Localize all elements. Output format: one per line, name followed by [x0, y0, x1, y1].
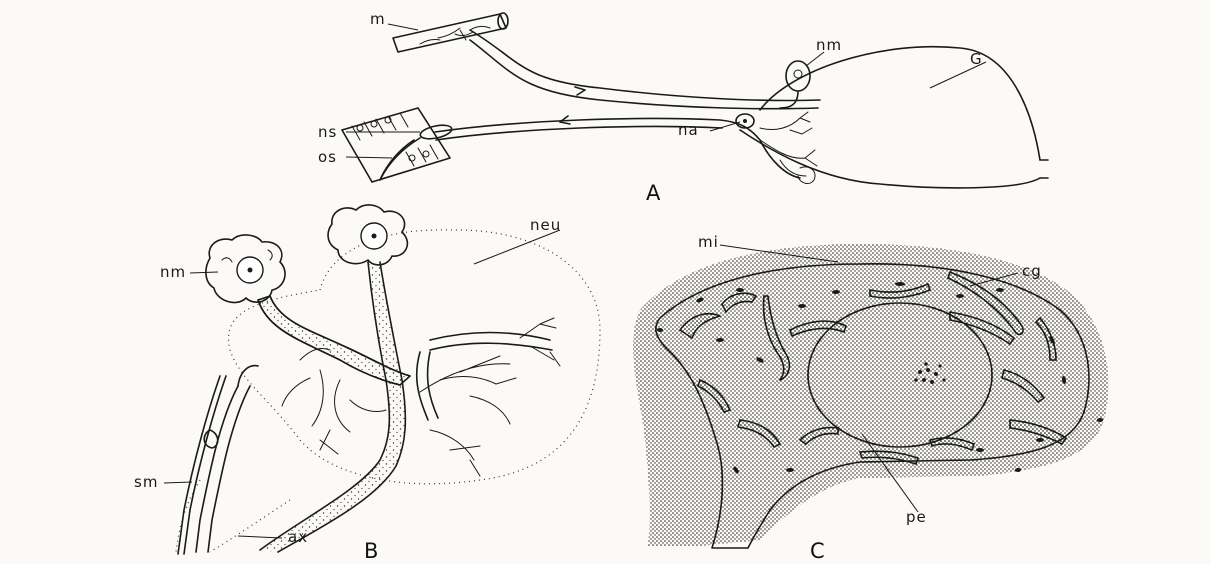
- label-a-m: m: [370, 10, 386, 28]
- muscle-fiber-m: [393, 13, 508, 52]
- label-b-neu: neu: [530, 216, 561, 234]
- panel-a: [342, 13, 1048, 188]
- epithelium: [342, 108, 453, 182]
- panel-c: [633, 244, 1108, 548]
- motor-axon: [470, 30, 820, 109]
- panel-label-b: B: [364, 539, 378, 563]
- neuron-soma-right: [328, 205, 407, 265]
- label-a-ns: ns: [318, 123, 337, 141]
- label-a-nm: nm: [816, 36, 842, 54]
- label-a-os: os: [318, 148, 337, 166]
- neurites: [176, 262, 560, 554]
- label-c-cg: cg: [1022, 262, 1042, 280]
- label-b-sm: sm: [134, 473, 158, 491]
- label-b-ax: ax: [288, 528, 308, 546]
- ganglion-g: [736, 47, 1048, 188]
- label-c-mi: mi: [698, 233, 719, 251]
- panel-b: [164, 205, 600, 554]
- panel-label-c: C: [810, 539, 825, 563]
- label-b-nm: nm: [160, 263, 186, 281]
- neuron-soma-left: [206, 235, 285, 303]
- label-c-pe: pe: [906, 508, 927, 526]
- label-a-g: G: [970, 50, 983, 68]
- label-a-na: na: [678, 121, 699, 139]
- sensory-axon: [435, 116, 800, 178]
- panel-label-a: A: [646, 181, 661, 205]
